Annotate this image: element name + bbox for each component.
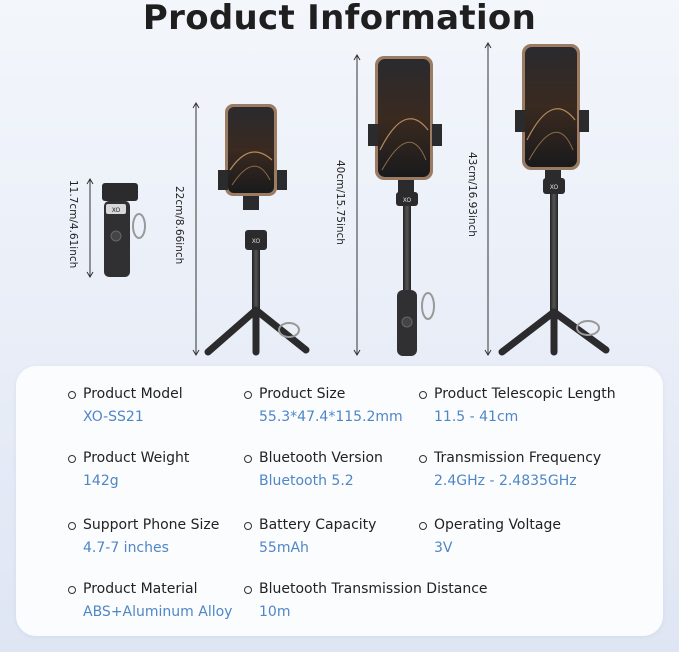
bullet-icon (419, 391, 427, 399)
bullet-icon (68, 455, 76, 463)
bullet-icon (244, 391, 252, 399)
short-tripod-logo: XO (252, 238, 261, 245)
bullet-icon (244, 586, 252, 594)
bullet-icon (68, 522, 76, 530)
bullet-icon (419, 522, 427, 530)
folded-height-label: 11.7cm/4.61inch (67, 180, 79, 269)
bullet-icon (68, 391, 76, 399)
product-illustration: XO XO XO (86, 42, 610, 356)
folded-stick: XO (86, 178, 146, 278)
tall-tripod: XO (484, 42, 610, 356)
bullet-icon (68, 586, 76, 594)
folded-logo: XO (112, 207, 121, 214)
bullet-icon (244, 522, 252, 530)
spec-card: Product Model XO-SS21 Product Size 55.3*… (16, 366, 663, 636)
selfie-stick-logo: XO (403, 197, 412, 204)
selfie-stick-extended: XO (353, 54, 442, 356)
tall-tripod-height-label: 43cm/16.93inch (466, 152, 478, 237)
tall-tripod-logo: XO (550, 184, 559, 191)
short-tripod: XO (192, 102, 310, 356)
bullet-icon (244, 455, 252, 463)
page-title: Product Information (142, 0, 537, 38)
short-tripod-height-label: 22cm/8.66inch (173, 186, 185, 265)
bullet-icon (419, 455, 427, 463)
selfie-stick-height-label: 40cm/15.75inch (334, 160, 346, 245)
